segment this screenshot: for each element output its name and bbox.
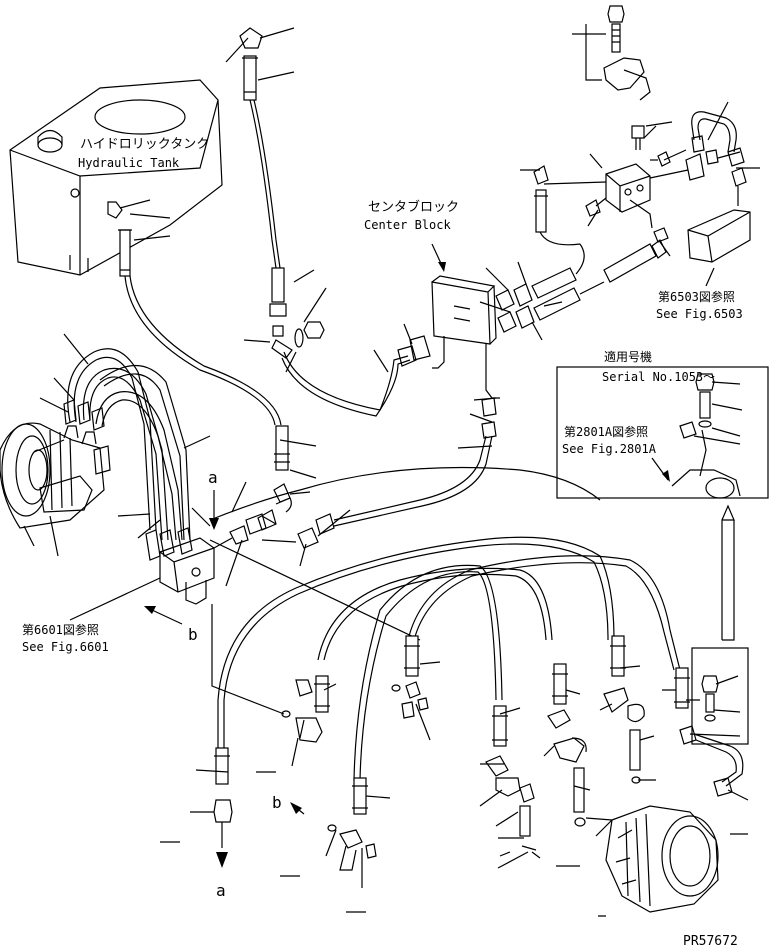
motor-hose-bundle [63, 348, 191, 541]
marker-a-bottom: a [216, 881, 226, 900]
serial-jp-label: 適用号機 [604, 349, 652, 364]
hydraulic-tank-jp-label: ハイドロリックタンク [80, 137, 209, 152]
ref-2801a-en-label: See Fig.2801A [562, 442, 657, 456]
fig-6503-component [687, 209, 751, 263]
marker-b-left: b [188, 625, 198, 644]
swivel-joint-block [145, 527, 215, 605]
ref-6601-leader [69, 577, 161, 621]
center-block-jp-label: センタブロック [368, 199, 459, 215]
marker-b-bottom: b [272, 793, 282, 812]
bolt-stack-top [572, 5, 673, 150]
ref-6503-en-label: See Fig.6503 [656, 307, 743, 321]
center-block [431, 275, 500, 399]
ref-6601-en-label: See Fig.6601 [22, 640, 109, 654]
serial-inset-box [556, 366, 769, 499]
marker-a-bottom-arrowhead [216, 852, 228, 868]
travel-motor [605, 805, 719, 913]
swivel-feed-fittings [213, 425, 335, 549]
hydraulic-tank-en-label: Hydraulic Tank [78, 156, 180, 170]
center-block-arrowhead [438, 262, 446, 272]
inset-reference-arrow [721, 504, 735, 641]
swing-motor-left [0, 422, 111, 529]
callout-leaders [23, 27, 760, 917]
ref-2801a-jp-label: 第2801A図参照 [564, 424, 648, 439]
marker-b-left-arrowhead [144, 606, 156, 614]
marker-b-bottom-arrowhead [290, 802, 302, 814]
marker-a-top: a [208, 468, 218, 487]
upper-valve-block [605, 163, 653, 229]
serial-en-label: Serial No.1053～ [602, 370, 715, 384]
lower-hose-ends [213, 635, 690, 848]
top-hose-assembly [225, 27, 325, 359]
tank-return-fitting [107, 201, 282, 426]
ref-6503-jp-label: 第6503図参照 [658, 289, 735, 304]
ref-6503-leader [705, 267, 715, 287]
center-block-feed-pipe [281, 335, 431, 417]
lower-hose-sweeps [209, 466, 681, 781]
center-block-en-label: Center Block [364, 218, 451, 232]
ref-6601-jp-label: 第6601図参照 [22, 622, 99, 637]
marker-a-top-arrowhead [209, 518, 219, 530]
lower-right-fittings [679, 647, 749, 797]
center-block-fittings [495, 227, 669, 333]
marker-b-left-leader [151, 609, 183, 625]
swivel-to-center-pipe [333, 397, 497, 527]
upper-right-hose-loop [691, 111, 747, 206]
lower-small-fittings [281, 681, 645, 871]
hydraulic-tank [9, 79, 223, 276]
upper-right-fittings [533, 135, 719, 246]
drawing-number: PR57672 [683, 934, 738, 949]
